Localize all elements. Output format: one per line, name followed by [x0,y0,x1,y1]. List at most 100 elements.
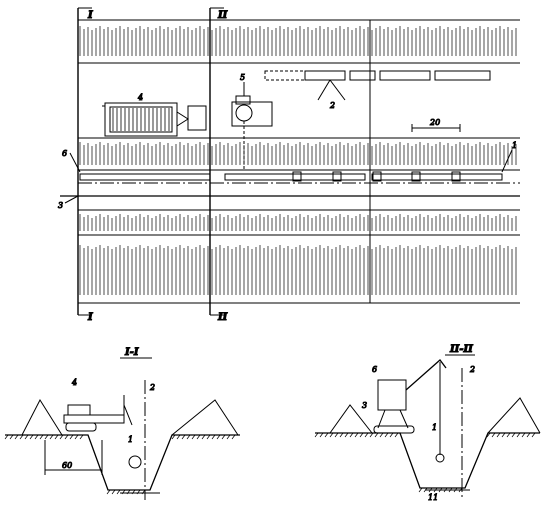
ground-tick [486,432,491,438]
ground-tick [221,434,226,440]
machine-body [104,102,178,137]
pipe [304,70,346,81]
ground-tick [384,432,389,438]
ground-tick [211,434,216,440]
pipe-joint [411,171,421,182]
ground-tick [526,432,531,438]
leader-3 [64,195,79,204]
section-mark-II-bottom: II [217,312,228,323]
section-mark-I-top: I [87,10,93,21]
ground-tick [4,434,9,440]
callout-1: 1 [512,141,517,150]
ground-tick [496,432,501,438]
ground-tick [106,489,111,495]
ground-tick [491,432,496,438]
crane-cab-II [377,379,407,411]
ground-tick [231,434,236,440]
dimension-60-label: 60 [62,461,72,470]
pipe-joint [372,171,382,182]
callout-4: 4 [137,93,143,102]
ground-tick [389,432,394,438]
dimension-20-label: 20 [429,118,440,127]
ground-tick [226,434,231,440]
trench-profile-I [5,434,240,491]
ground-tick [59,434,64,440]
ground-tick [531,432,536,438]
section-I-callout-1: 1 [128,435,133,444]
spoil-heap-left-II [329,404,373,434]
ground-tick [19,434,24,440]
crane-base [231,101,273,127]
spoil-heap-left-I [21,398,63,436]
ground-tick [54,434,59,440]
ground-tick [354,432,359,438]
machine-4-arm [123,395,133,426]
ground-tick [319,432,324,438]
crane-hook-pipe [435,453,445,463]
section-II-callout-6: 6 [372,365,377,374]
ground-tick [334,432,339,438]
ground-tick [349,432,354,438]
ground-tick [501,432,506,438]
ground-tick [506,432,511,438]
ground-tick [176,434,181,440]
ground-tick [339,432,344,438]
pipe-in-trench-I [128,455,142,469]
pipe [434,70,491,81]
leader-6 [69,152,81,173]
leader-1 [501,149,513,173]
ground-tick [24,434,29,440]
ground-tick [39,434,44,440]
crane-cab [235,95,251,105]
spoil-heap-right-II [487,397,541,434]
hatching-lower-spoil [79,245,517,295]
ground-tick [171,434,176,440]
crane-legs [377,409,409,429]
leader-line [317,79,331,101]
crane-turntable [235,104,253,122]
ground-tick [111,489,116,495]
section-I-callout-4: 4 [71,378,77,387]
pipe-string [79,171,503,182]
dimension-20 [411,124,461,132]
plan-view [60,7,520,316]
pipe-section [224,173,366,181]
hatching-upper-slope [79,142,517,165]
pipe [379,70,431,81]
ground-tick [394,432,399,438]
ground-tick [206,434,211,440]
crane-boom-II [405,359,447,391]
ground-tick [216,434,221,440]
ground-tick [29,434,34,440]
ground-tick [364,432,369,438]
dimension-11-label: 11 [428,493,438,502]
ground-tick [191,434,196,440]
pipe-joint [451,171,461,182]
ground-tick [196,434,201,440]
machine-4-track [65,422,97,432]
crane-track-II [373,425,415,434]
ground-tick [359,432,364,438]
ground-tick [44,434,49,440]
machine-deck [109,106,173,133]
section-mark-I-bottom: I [87,312,93,323]
pipe-section [371,173,503,181]
section-I-title: I-I [124,347,139,358]
callout-3: 3 [58,201,63,210]
machine-4 [102,102,207,137]
ground-tick [64,434,69,440]
tractor [187,105,207,131]
tow-bar [176,111,189,127]
section-I-I: I-I 60 4 1 2 [4,347,240,500]
ground-tick [516,432,521,438]
pipes-on-bank [264,70,491,101]
callout-5: 5 [240,73,245,82]
section-II-callout-1: 1 [432,423,437,432]
pipe-joint [332,171,342,182]
callout-6: 6 [62,149,67,158]
ground-tick [116,489,121,495]
pipe-section [79,173,211,181]
ground-tick [49,434,54,440]
ground-tick [418,487,423,493]
